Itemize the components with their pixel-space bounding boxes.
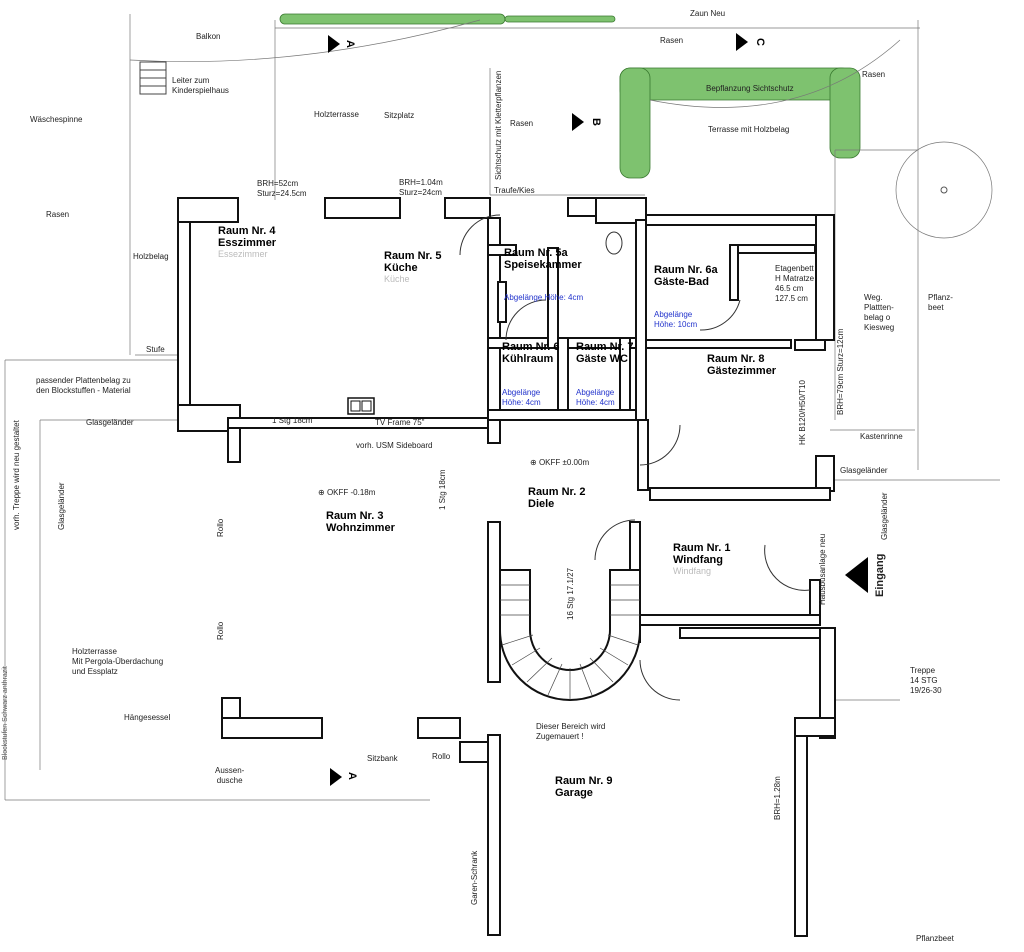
hedge-top [279,13,616,25]
label-rasen-2: Rasen [660,36,684,45]
label-stg-16: 16 Stg 17.1/27 [566,567,575,620]
label-stg-18-v: 1 Stg 18cm [438,469,447,510]
room-2-label: Raum Nr. 2 Diele [528,486,586,510]
label-rasen-3: Rasen [862,70,886,79]
section-markers [328,33,868,786]
room-4-label: Raum Nr. 4 Esszimmer Essezimmer [218,225,277,259]
label-brh-79: BRH=79cm Sturz=12cm [836,328,845,415]
label-holzterrasse: Holzterrasse [314,110,359,119]
site-lines [4,14,1000,801]
label-zaun: Zaun Neu [690,9,726,18]
label-okff-0: ⊕ OKFF ±0.00m [530,458,590,467]
label-glas-3: Glasgeländer [840,466,888,475]
spiral-staircase [499,569,641,701]
label-etagenbett: Etagenbett H Matratze 46.5 cm 127.5 cm [775,264,815,303]
label-waeschespinne: Wäschespinne [30,115,83,124]
label-haengesessel: Hängesessel [124,713,171,722]
label-holzbelag: Holzbelag [133,252,169,261]
room-6-label: Raum Nr. 6 Kühlraum [502,341,560,365]
room-1-label: Raum Nr. 1 Windfang Windfang [673,542,731,576]
label-holzterrasse-2: Holzterrasse Mit Pergola-Überdachung und… [72,647,164,676]
label-blockstufe: Blockstufen Schwarz anthrazit [2,666,9,760]
label-kastenrinne: Kastenrinne [860,432,903,441]
door-arcs [459,214,811,701]
label-brh-52: BRH=52cm Sturz=24.5cm [257,179,307,198]
toilet [605,231,623,255]
label-stufe: Stufe [146,345,165,354]
note-abgelaengt-1: Abgelänge Höhe: 4cm [504,293,584,302]
hedge-garden [619,67,861,179]
kitchen-sink [347,397,375,415]
label-aussendusche: Aussen- dusche [215,766,245,785]
marker-c: C [753,38,766,46]
label-rasen-1: Rasen [510,119,534,128]
room-6a-label: Raum Nr. 6a Gäste-Bad [654,264,718,288]
room-8-label: Raum Nr. 8 Gästezimmer [707,353,777,377]
label-pflanzbeet: Pflanz- beet [928,293,953,312]
room-5-label: Raum Nr. 5 Küche Küche [384,250,442,284]
label-okff-18: ⊕ OKFF -0.18m [318,488,376,497]
label-sitzbank: Sitzbank [367,754,398,763]
note-abgelaengt-4: Abgelänge Höhe: 10cm [654,310,698,329]
label-bepflanzung: Bepflanzung Sichtschutz [706,84,794,93]
room-3-label: Raum Nr. 3 Wohnzimmer [326,510,395,534]
label-garen: Garen-Schrank [470,850,479,905]
label-platten: passender Plattenbelag zu den Blockstuff… [36,376,131,395]
label-pflanzbeet-bottom: Pflanzbeet [916,934,954,943]
label-treppe-neu: vorh. Treppe wird neu gestaltet [12,420,21,530]
note-abgelaengt-2: Abgelänge Höhe: 4cm [502,388,541,407]
label-terrasse-holz: Terrasse mit Holzbelag [708,125,790,134]
label-usm: vorh. USM Sideboard [356,441,433,450]
label-stg-18: 1 Stg 18cm [272,416,313,425]
room-7-label: Raum Nr. 7 Gäste WC [576,341,634,365]
label-weg: Weg. Plattten- belag o Kiesweg [864,293,895,332]
label-leiter: Leiter zum Kinderspielhaus [172,76,229,95]
label-brh-128: BRH=1.28m [773,776,782,820]
label-rollo-2: Rollo [216,621,225,640]
label-zugemauert: Dieser Bereich wird Zugemauert ! [536,722,606,741]
note-abgelaengt-3: Abgelänge Höhe: 4cm [576,388,615,407]
label-balkon: Balkon [196,32,221,41]
label-hk: HK B120/H50/T10 [798,380,807,445]
label-rasen-4: Rasen [46,210,70,219]
room-5a-label: Raum Nr. 5a Speisekammer [504,247,582,271]
label-sichtschutz: Sichtschutz mit Kletterpflanzen [494,70,503,180]
label-brh-104: BRH=1.04m Sturz=24cm [399,178,443,197]
label-eingang: Eingang [874,553,886,597]
label-rollo-3: Rollo [432,752,451,761]
building-walls [177,197,836,937]
label-rollo-1: Rollo [216,518,225,537]
label-treppe-14: Treppe 14 STG 19/26-30 [910,666,942,695]
label-sitzplatz: Sitzplatz [384,111,415,120]
label-tv-frame: TV Frame 75" [375,418,425,427]
room-9-label: Raum Nr. 9 Garage [555,775,613,799]
ladder [139,61,167,95]
label-traufe: Traufe/Kies [494,186,535,195]
label-glas-1: Glasgeländer [86,418,134,427]
label-hausbus: Hausbusanlage neu [818,533,827,605]
label-glas-2: Glasgeländer [57,482,66,530]
marker-a-bottom: A [345,772,358,780]
marker-a-top: A [343,40,356,48]
label-glas-4: Glasgeländer [880,492,889,540]
marker-b: B [589,118,602,126]
